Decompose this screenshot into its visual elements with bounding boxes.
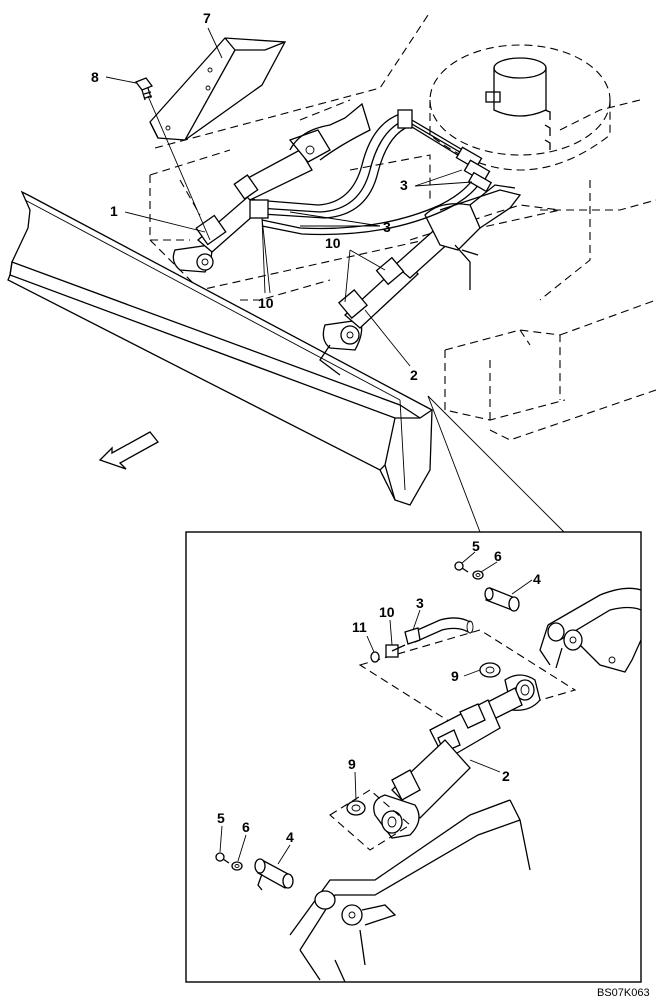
detail-upper-bracket	[539, 587, 642, 673]
callout-2-upper: 2	[410, 367, 418, 383]
callout-1: 1	[110, 203, 118, 219]
detail-pin-lower	[254, 858, 294, 891]
upper-leaders	[105, 27, 473, 367]
callout-6-upper: 6	[494, 548, 502, 564]
detail-washer-upper	[472, 570, 484, 580]
callout-8: 8	[91, 69, 99, 85]
callout-10-left: 10	[258, 295, 274, 311]
detail-bolt-lower	[215, 852, 230, 864]
callout-10-right: 10	[325, 235, 341, 251]
callout-3-detail: 3	[416, 595, 424, 611]
detail-box	[185, 395, 642, 983]
cover-plate	[149, 37, 287, 141]
callout-4-lower: 4	[286, 829, 294, 845]
detail-washer-plane-lower	[329, 789, 411, 851]
callout-2-detail: 2	[502, 768, 510, 784]
swing-bearing	[429, 44, 611, 171]
callout-11-detail: 11	[352, 619, 367, 635]
callout-9-upper: 9	[451, 668, 459, 684]
detail-cylinder	[373, 674, 541, 839]
detail-bolt-upper	[454, 561, 469, 573]
callout-4-upper: 4	[533, 571, 541, 587]
detail-fitting	[385, 644, 406, 658]
callout-10-detail: 10	[379, 604, 395, 620]
detail-leaders	[219, 551, 533, 865]
hydraulic-hoses	[249, 109, 493, 236]
figure-code: BS07K063	[597, 987, 650, 999]
detail-lower-bracket	[289, 799, 531, 983]
detail-washer-lower	[231, 861, 243, 871]
bolt	[134, 77, 154, 101]
blade-cylinder-right	[319, 184, 522, 376]
detail-washer-plane-upper	[358, 629, 577, 726]
callout-3-upper: 3	[400, 177, 408, 193]
callout-3-lower: 3	[383, 219, 391, 235]
callout-labels: 7 8 1 3 3 10 10 2 5 6 4 10 3 11 9 9 2 5 …	[91, 10, 650, 999]
callout-9-lower: 9	[348, 756, 356, 772]
callout-6-lower: 6	[242, 819, 250, 835]
dozer-blade	[7, 190, 434, 506]
detail-o-ring	[370, 651, 380, 663]
callout-7: 7	[203, 10, 211, 26]
front-direction-arrow	[98, 431, 159, 470]
callout-5-upper: 5	[472, 538, 480, 554]
callout-5-lower: 5	[217, 810, 225, 826]
blade-cylinder-left	[172, 102, 371, 273]
detail-pin-upper	[484, 587, 520, 612]
